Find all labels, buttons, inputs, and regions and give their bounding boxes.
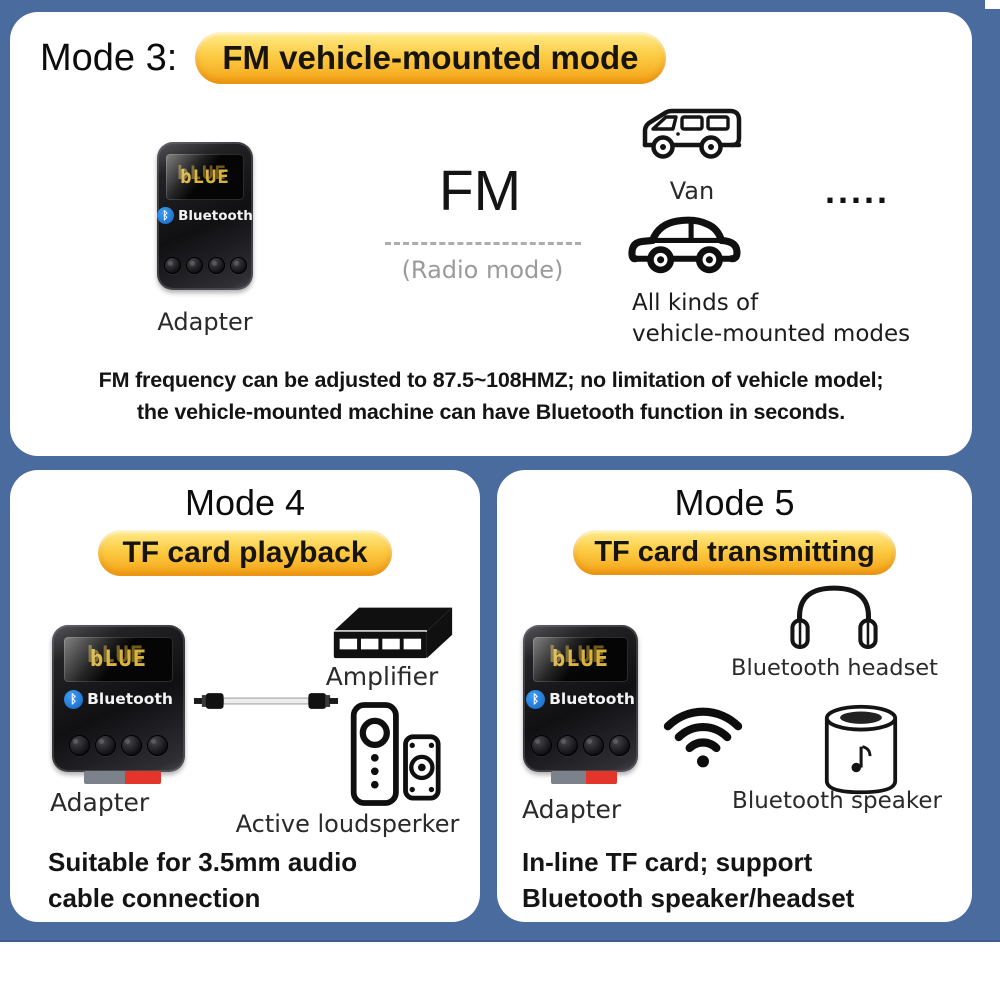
- adapter-button: [95, 734, 116, 756]
- corner-notch: [985, 0, 1000, 9]
- mode3-panel: Mode 3: FM vehicle-mounted mode bLUE ᛒ B…: [10, 12, 972, 456]
- amplifier-icon: [328, 596, 456, 662]
- mode3-header: Mode 3: FM vehicle-mounted mode: [40, 32, 666, 84]
- radio-mode-label: (Radio mode): [401, 256, 564, 284]
- tf-card-tab-red: [125, 771, 162, 784]
- adapter-buttons: [157, 256, 253, 274]
- bluetooth-brand-label: Bluetooth: [549, 690, 635, 709]
- mode3-description: FM frequency can be adjusted to 87.5~108…: [10, 364, 972, 428]
- adapter-button: [185, 256, 203, 274]
- bluetooth-brand-row: ᛒ Bluetooth: [157, 207, 253, 225]
- mode4-panel: Mode 4 TF card playback bLUE ᛒ Bluetooth: [10, 470, 480, 922]
- tf-card-tab-gray: [550, 771, 587, 784]
- adapter-button: [207, 256, 225, 274]
- van-label: Van: [669, 177, 715, 205]
- active-loudspeaker-label: Active loudsperker: [235, 810, 460, 838]
- adapter-label: Adapter: [157, 308, 253, 336]
- bluetooth-brand-row: ᛒ Bluetooth: [523, 689, 638, 709]
- mode4-description-line1: Suitable for 3.5mm audio: [48, 847, 358, 877]
- adapter-body: bLUE ᛒ Bluetooth: [523, 625, 638, 784]
- mode5-panel: Mode 5 TF card transmitting bLUE ᛒ Bluet…: [497, 470, 972, 922]
- aux-cable-icon: [192, 688, 340, 714]
- fm-dashed-divider: [385, 242, 581, 245]
- mode5-title: Mode 5: [674, 482, 795, 523]
- adapter-label: Adapter: [50, 788, 150, 817]
- mode3-badge: FM vehicle-mounted mode: [195, 32, 666, 84]
- bluetooth-logo-icon: ᛒ: [64, 689, 84, 709]
- adapter-display: bLUE: [63, 636, 174, 683]
- bluetooth-adapter: bLUE ᛒ Bluetooth: [157, 142, 253, 290]
- bluetooth-brand-label: Bluetooth: [178, 207, 253, 224]
- van-icon: [640, 107, 744, 163]
- adapter-button: [147, 734, 168, 756]
- mode4-description: Suitable for 3.5mm audio cable connectio…: [48, 844, 357, 916]
- tf-card-tab: [550, 771, 618, 784]
- mode5-description-line2: Bluetooth speaker/headset: [522, 883, 855, 913]
- adapter-button: [69, 734, 90, 756]
- mode5-description-line1: In-line TF card; support: [522, 847, 813, 877]
- mode5-badge: TF card transmitting: [573, 530, 896, 575]
- mode4-badge: TF card playback: [98, 530, 392, 576]
- adapter-buttons: [523, 734, 638, 756]
- adapter-display: bLUE: [165, 153, 245, 200]
- amplifier-label: Amplifier: [325, 662, 439, 691]
- fm-title: FM: [438, 159, 522, 223]
- tf-card-tab: [83, 771, 162, 784]
- tf-card-tab-gray: [83, 771, 126, 784]
- all-kinds-line2: vehicle-mounted modes: [632, 321, 911, 347]
- headphones-icon: [785, 580, 883, 653]
- car-icon: [628, 212, 742, 275]
- bluetooth-logo-icon: ᛒ: [526, 689, 546, 709]
- adapter-button: [609, 734, 630, 756]
- bluetooth-brand-row: ᛒ Bluetooth: [52, 689, 185, 709]
- more-modes-dots: .....: [825, 170, 891, 211]
- adapter-body: bLUE ᛒ Bluetooth: [157, 142, 253, 290]
- adapter-display-text: bLUE: [90, 647, 147, 673]
- wifi-signal-icon: [660, 698, 746, 770]
- adapter-display-text: bLUE: [180, 165, 230, 188]
- adapter-button: [557, 734, 578, 756]
- mode3-description-line1: FM frequency can be adjusted to 87.5~108…: [98, 368, 884, 392]
- bluetooth-speaker-label: Bluetooth speaker: [732, 788, 942, 814]
- adapter-button: [583, 734, 604, 756]
- tf-card-tab-red: [586, 771, 618, 784]
- adapter-button: [163, 256, 181, 274]
- adapter-display-text: bLUE: [552, 647, 609, 673]
- bluetooth-brand-label: Bluetooth: [87, 690, 173, 709]
- adapter-button: [229, 256, 247, 274]
- mode3-label: Mode 3:: [40, 36, 178, 79]
- mode5-badge-row: TF card transmitting: [497, 530, 972, 575]
- adapter-body: bLUE ᛒ Bluetooth: [52, 625, 185, 784]
- adapter-button: [121, 734, 142, 756]
- adapter-buttons: [52, 734, 185, 756]
- mode4-badge-row: TF card playback: [10, 530, 480, 576]
- bluetooth-adapter: bLUE ᛒ Bluetooth: [523, 625, 638, 784]
- bluetooth-logo-icon: ᛒ: [157, 207, 175, 225]
- all-kinds-caption: All kinds of vehicle-mounted modes: [632, 288, 910, 350]
- adapter-label: Adapter: [522, 795, 622, 824]
- all-kinds-line1: All kinds of: [632, 290, 759, 316]
- adapter-button: [531, 734, 552, 756]
- mode5-description: In-line TF card; support Bluetooth speak…: [522, 844, 854, 916]
- bluetooth-headset-label: Bluetooth headset: [731, 655, 938, 681]
- bluetooth-speaker-icon: [819, 702, 903, 797]
- mode4-description-line2: cable connection: [48, 883, 261, 913]
- adapter-display: bLUE: [533, 636, 628, 683]
- active-loudspeaker-icon: [346, 700, 442, 808]
- mode3-description-line2: the vehicle-mounted machine can have Blu…: [136, 400, 846, 424]
- mode4-title: Mode 4: [184, 482, 306, 523]
- bluetooth-adapter: bLUE ᛒ Bluetooth: [52, 625, 185, 784]
